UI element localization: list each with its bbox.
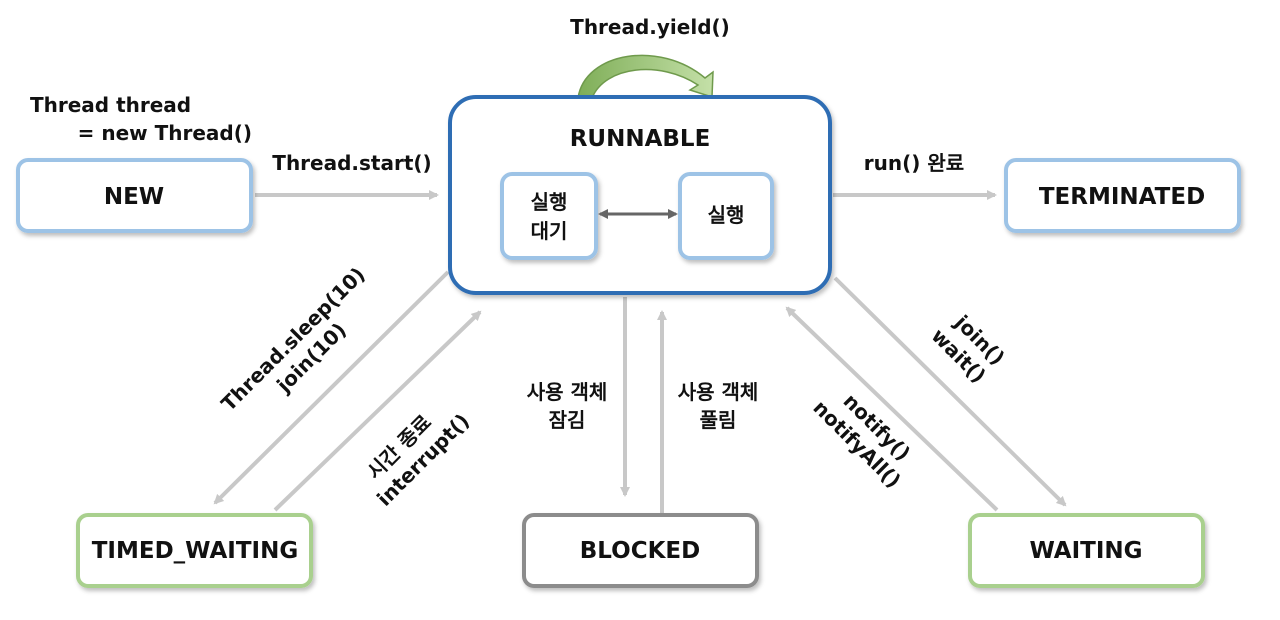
join-wait-label-group: join() wait() xyxy=(927,310,1010,388)
sleep-arrow xyxy=(213,270,450,505)
start-label: Thread.start() xyxy=(272,151,431,175)
state-timed-waiting: TIMED_WAITING xyxy=(76,513,313,588)
time-over-arrow xyxy=(273,310,482,512)
state-blocked: BLOCKED xyxy=(522,513,759,588)
yield-arrow xyxy=(577,54,714,99)
run-complete-label: run() 완료 xyxy=(864,151,964,175)
substate-ready-line1: 실행 xyxy=(531,190,568,214)
notify-arrow xyxy=(785,306,999,512)
substate-running-label: 실행 xyxy=(708,203,745,227)
substate-running: 실행 xyxy=(678,172,774,260)
lock-acquire-label-line1: 사용 객체 xyxy=(527,380,608,404)
notify-label-group: notify() notifyAll() xyxy=(808,389,915,493)
create-label-line2: = new Thread() xyxy=(78,121,252,145)
time-over-label-group: 시간 종료 interrupt() xyxy=(362,409,474,511)
substate-ready: 실행 대기 xyxy=(500,172,598,260)
create-label-line1: Thread thread xyxy=(30,93,191,117)
state-terminated: TERMINATED xyxy=(1004,158,1241,233)
state-waiting-label: WAITING xyxy=(1029,538,1142,564)
substate-ready-line2: 대기 xyxy=(531,219,568,243)
state-waiting: WAITING xyxy=(968,513,1205,588)
yield-label: Thread.yield() xyxy=(570,15,730,39)
lock-release-label-line2: 풀림 xyxy=(700,408,737,432)
state-new-label: NEW xyxy=(104,184,164,210)
state-runnable-label: RUNNABLE xyxy=(570,126,711,152)
state-timed-waiting-label: TIMED_WAITING xyxy=(92,538,299,564)
state-blocked-label: BLOCKED xyxy=(580,538,700,564)
sleep-label-group: Thread.sleep(10) join(10) xyxy=(216,262,369,415)
state-terminated-label: TERMINATED xyxy=(1039,184,1205,210)
wait-arrow xyxy=(833,276,1067,507)
state-new: NEW xyxy=(16,158,253,233)
lock-release-label-line1: 사용 객체 xyxy=(678,380,759,404)
lock-acquire-label-line2: 잠김 xyxy=(549,408,586,432)
